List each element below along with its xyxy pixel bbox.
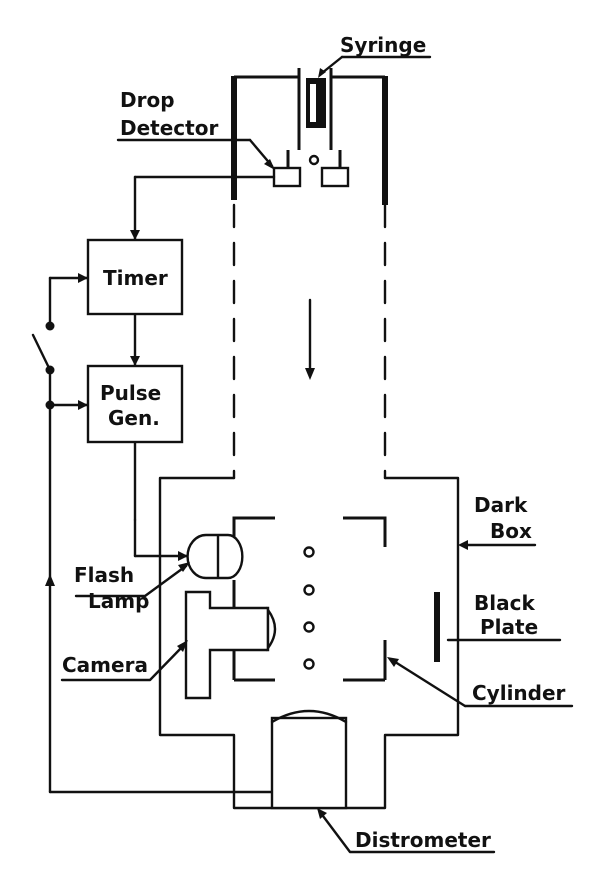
- timer-box: [86, 238, 184, 316]
- camera-lens: [266, 606, 277, 652]
- drop-detector-label-1: Drop: [120, 88, 175, 112]
- distrometer-arrow: [317, 808, 327, 819]
- timer-label: Timer: [103, 266, 168, 290]
- flash-lamp-label-1: Flash: [74, 563, 134, 587]
- cylinder-arrow: [387, 657, 399, 667]
- cylinder-label: Cylinder: [472, 681, 566, 705]
- camera-arrow: [177, 640, 188, 652]
- syringe-arrow: [318, 68, 326, 78]
- drop-detector-arrow: [264, 159, 275, 170]
- syringe-label: Syringe: [340, 33, 426, 57]
- flash-lamp: [186, 533, 244, 580]
- flash-lamp-label-2: Lamp: [88, 589, 149, 613]
- camera-label: Camera: [62, 653, 148, 677]
- distrometer-label: Distrometer: [355, 828, 491, 852]
- cylinder-leader-2: [390, 658, 467, 708]
- syringe: [297, 68, 333, 166]
- distrometer-leader: [318, 810, 496, 854]
- pulse-gen-label-2: Gen.: [108, 406, 160, 430]
- drop-detector: [272, 150, 350, 188]
- tube: [231, 75, 388, 480]
- camera: [184, 590, 270, 700]
- pulse-gen-box: [86, 364, 184, 444]
- flash-lamp-leader: [74, 564, 188, 598]
- control-wiring: [31, 175, 276, 794]
- drop-detector-label-2: Detector: [120, 116, 218, 140]
- dark-box-label-2: Box: [490, 519, 532, 543]
- black-plate-label-2: Plate: [480, 615, 538, 639]
- syringe-leader-2: [320, 55, 344, 75]
- dark-box-arrow: [458, 540, 468, 550]
- fall-direction-arrow: [305, 368, 315, 380]
- distrometer: [270, 716, 348, 810]
- cylinder: [232, 516, 387, 682]
- camera-leader: [60, 643, 186, 682]
- drops: [303, 546, 315, 670]
- dark-box-label-1: Dark: [474, 493, 528, 517]
- distrometer-dome: [270, 709, 348, 724]
- pulse-gen-label-1: Pulse: [100, 381, 161, 405]
- black-plate-label-1: Black: [474, 591, 535, 615]
- flash-lamp-arrow: [178, 562, 190, 572]
